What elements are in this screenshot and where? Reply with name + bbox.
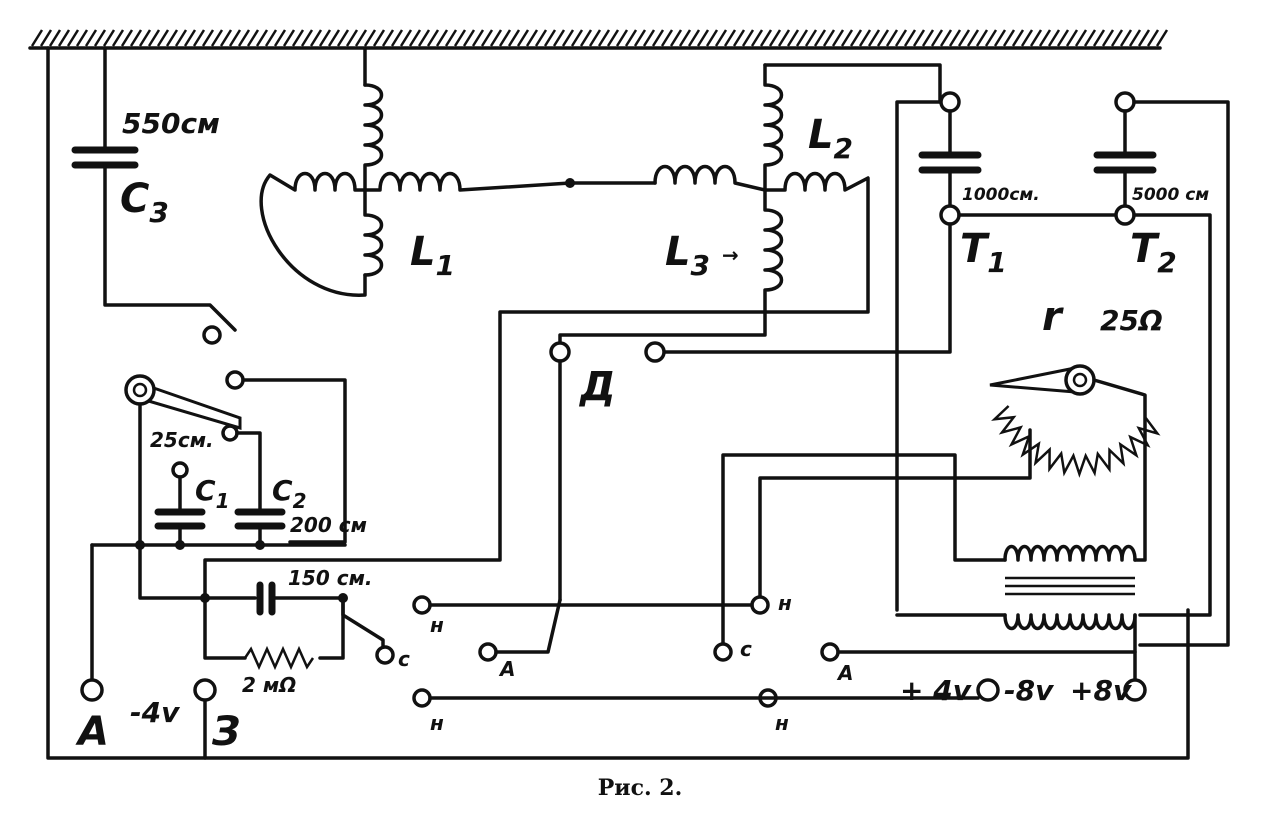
coil-l2-l3 [203, 63, 942, 600]
terminal-a-left[interactable] [80, 678, 104, 702]
plus8v-label: +8v [1070, 674, 1132, 707]
grid-cap-value-label: 150 см. [288, 566, 373, 590]
terminal-d-left[interactable] [549, 341, 571, 363]
rheostat-r [758, 364, 1161, 600]
transformer [721, 453, 1137, 682]
t1-name-label: T1 [960, 226, 1007, 279]
r-name-label: r [1042, 294, 1064, 340]
socket-c-mid[interactable] [713, 642, 733, 662]
c3-value-label: 550см [122, 107, 220, 140]
socket-c-left[interactable] [375, 645, 395, 665]
frame-wires [46, 46, 1190, 760]
h1-label: н [430, 613, 444, 637]
c3-name-label: C3 [120, 176, 169, 229]
socket-a1[interactable] [478, 642, 498, 662]
a2-label: А [836, 661, 853, 685]
a-left-label: А [75, 709, 109, 755]
svg-text:→: → [722, 243, 739, 267]
plus4v-label: + 4v [900, 674, 972, 707]
z-label: З [211, 709, 240, 755]
c2-name-label: C2 [272, 474, 306, 513]
t2-value-label: 5000 см [1132, 185, 1209, 205]
terminal-t2[interactable] [1114, 204, 1136, 226]
d-label: Д [578, 364, 616, 410]
terminal-c1[interactable] [171, 461, 189, 479]
terminal-t1[interactable] [939, 204, 961, 226]
coil-l1 [259, 46, 572, 297]
c-left-label: с [398, 647, 410, 671]
terminal-plus4v[interactable] [976, 678, 1000, 702]
t1-value-label: 1000см. [962, 185, 1040, 205]
capacitor-c3 [71, 46, 237, 332]
r-value-label: 25Ω [1100, 304, 1163, 337]
switch-contact-mid[interactable] [225, 370, 245, 390]
capacitors-c1-c2 [90, 461, 347, 687]
lamp-sockets [375, 595, 1137, 708]
a1-label: А [498, 657, 515, 681]
h4-label: н [775, 711, 789, 735]
c-mid-label: с [740, 637, 752, 661]
terminal-z[interactable] [193, 678, 217, 702]
h3-label: н [430, 711, 444, 735]
capacitor-t2 [1093, 91, 1230, 647]
socket-h2[interactable] [750, 595, 770, 615]
c2-value-label: 200 см [290, 513, 367, 537]
terminal-t1-top[interactable] [939, 91, 961, 113]
socket-a2[interactable] [820, 642, 840, 662]
minus8v-label: -8v [1004, 674, 1054, 707]
terminal-t2-top[interactable] [1114, 91, 1136, 113]
l3-name-label: L3 [665, 229, 710, 282]
minus4v-label: -4v [130, 696, 180, 729]
socket-h1[interactable] [412, 595, 432, 615]
grid-leak [203, 581, 385, 671]
capacitor-t1 [653, 91, 1118, 612]
t2-name-label: T2 [1130, 226, 1177, 279]
h2-label: н [778, 591, 792, 615]
figure-caption: Рис. 2. [598, 775, 683, 801]
l2-name-label: L2 [808, 112, 853, 165]
switch-contact-top[interactable] [202, 325, 222, 345]
c1-value-label: 25см. [150, 428, 214, 452]
leak-value-label: 2 мΩ [242, 673, 296, 697]
c1-name-label: C1 [195, 474, 229, 513]
ground-bar [28, 29, 1169, 50]
switch-contact-c2[interactable] [221, 424, 239, 442]
terminal-d-right[interactable] [644, 341, 666, 363]
l1-name-label: L1 [410, 229, 455, 282]
terminal-plus8v[interactable] [1123, 678, 1147, 702]
selector-switch [124, 325, 347, 547]
socket-h3[interactable] [412, 688, 432, 708]
